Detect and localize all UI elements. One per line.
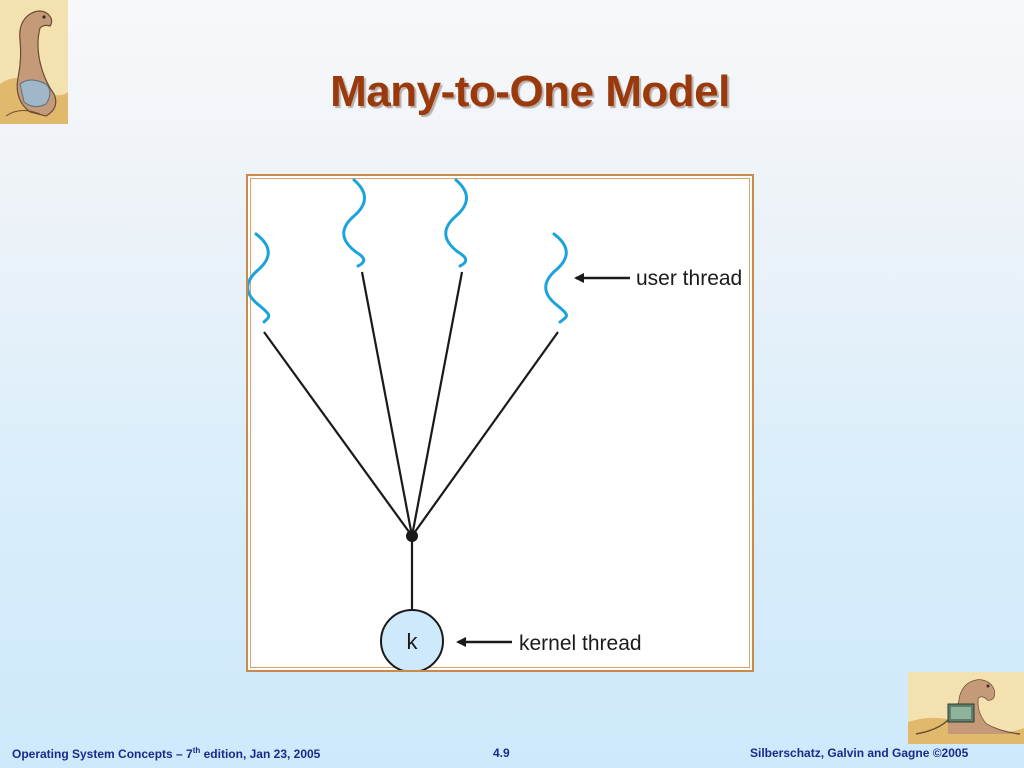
- footer-book-info: Operating System Concepts – 7th edition,…: [12, 746, 320, 761]
- kernel-thread-label: kernel thread: [519, 632, 642, 655]
- kernel-node-label: k: [407, 629, 419, 654]
- link-thread-2: [360, 271, 414, 537]
- page-number: 4.9: [493, 746, 510, 760]
- footer-authors: Silberschatz, Galvin and Gagne ©2005: [750, 746, 969, 760]
- user-thread-1: [248, 232, 271, 324]
- dinosaur-logo-top: [0, 0, 68, 124]
- user-thread-2: [342, 178, 366, 268]
- user-thread-3: [444, 178, 468, 268]
- link-thread-1: [263, 331, 413, 537]
- diagram-frame: k user thread kernel thread: [246, 174, 754, 672]
- footer-book-prefix: Operating System Concepts – 7: [12, 747, 193, 761]
- footer-book-suffix: edition, Jan 23, 2005: [200, 747, 321, 761]
- footer-edition-superscript: th: [192, 746, 201, 755]
- user-thread-4: [544, 232, 568, 324]
- kernel-thread-node: [380, 609, 444, 670]
- link-thread-4: [411, 331, 559, 537]
- user-thread-label: user thread: [636, 267, 742, 290]
- link-thread-3: [410, 271, 464, 537]
- many-to-one-diagram: k user thread kernel thread: [248, 178, 742, 670]
- slide-title: Many-to-One Model: [330, 67, 730, 117]
- dinosaur-logo-bottom: [908, 672, 1024, 744]
- diagram-inner-border: [250, 178, 750, 668]
